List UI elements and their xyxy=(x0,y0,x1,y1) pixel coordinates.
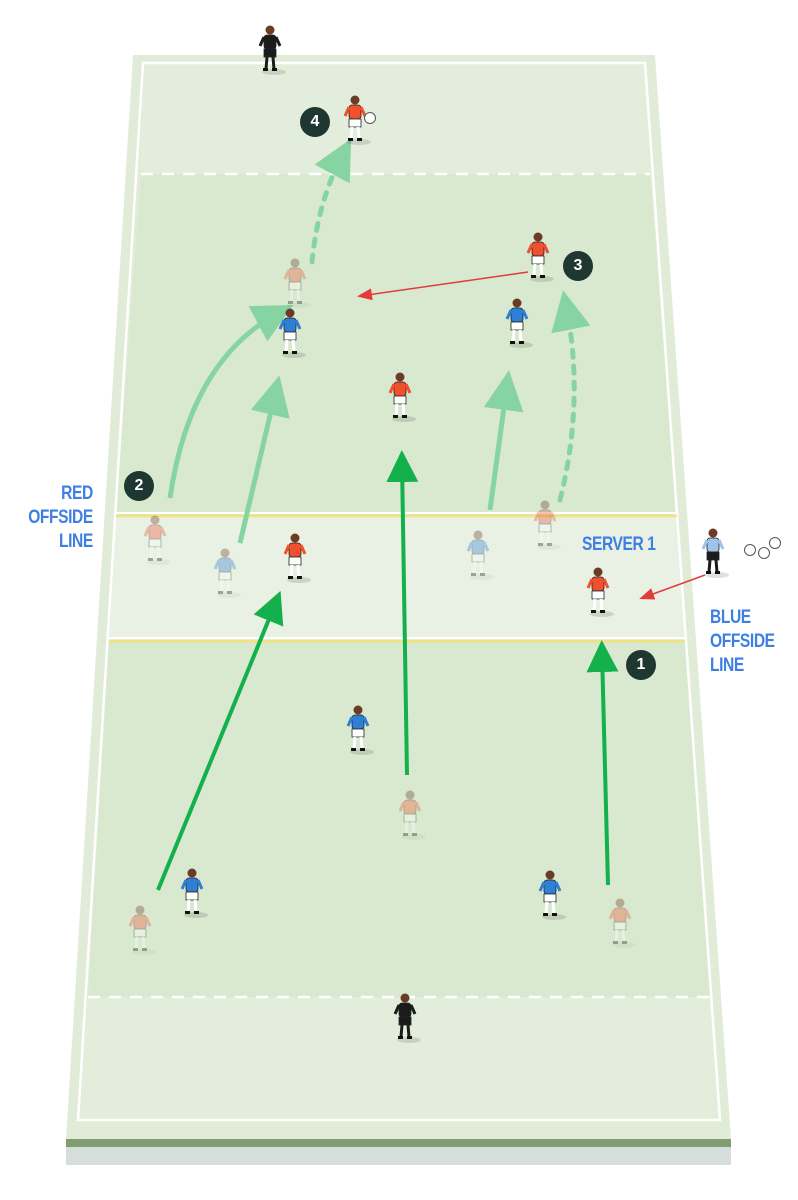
label-line: BLUE xyxy=(710,607,751,628)
run-arrow xyxy=(386,450,419,776)
red-player xyxy=(283,533,311,583)
red-offside-line xyxy=(116,512,677,518)
run-arrow-faded xyxy=(483,370,524,511)
blue-player xyxy=(278,308,306,358)
blue-offside-label: BLUE OFFSIDE LINE xyxy=(710,606,775,678)
label-line: LINE xyxy=(59,531,93,552)
dribble-arrow-dotted xyxy=(309,138,352,265)
run-arrow-faded-curve xyxy=(167,304,294,499)
ball-icon xyxy=(364,112,376,124)
blue-player xyxy=(213,548,241,598)
red-offside-label: RED OFFSIDE LINE xyxy=(28,482,93,554)
dribble-arrow-dotted xyxy=(551,290,591,503)
step-badge-1: 1 xyxy=(626,650,656,680)
blue-player xyxy=(538,870,566,920)
step-badge-2: 2 xyxy=(124,471,154,501)
label-line: OFFSIDE xyxy=(28,507,93,528)
blue-player xyxy=(346,705,374,755)
ball-icon xyxy=(744,544,756,556)
red-player xyxy=(586,567,614,617)
ball-icon xyxy=(769,537,781,549)
pitch-base-edge xyxy=(66,1139,731,1147)
server-coach xyxy=(701,528,729,578)
pitch-outline xyxy=(76,61,722,1122)
run-arrow xyxy=(156,590,284,891)
red-player xyxy=(398,790,426,840)
label-line: OFFSIDE xyxy=(710,631,775,652)
red-player xyxy=(388,372,416,422)
red-player xyxy=(533,500,561,550)
step-badge-3: 3 xyxy=(563,251,593,281)
pass-arrow xyxy=(357,271,529,301)
ball-icon xyxy=(758,547,770,559)
keeper-player xyxy=(258,25,286,75)
red-player xyxy=(128,905,156,955)
red-player xyxy=(343,95,371,145)
server-label: SERVER 1 xyxy=(582,534,656,555)
red-player xyxy=(526,232,554,282)
red-player xyxy=(283,258,311,308)
end-zone-top xyxy=(141,63,650,174)
zone-attack-top xyxy=(116,174,677,515)
run-arrow xyxy=(586,640,619,886)
red-player xyxy=(608,898,636,948)
blue-player xyxy=(466,530,494,580)
label-line: RED xyxy=(61,483,93,504)
middle-band xyxy=(109,515,685,640)
blue-player xyxy=(505,298,533,348)
keeper-player xyxy=(393,993,421,1043)
red-player xyxy=(143,515,171,565)
blue-player xyxy=(180,868,208,918)
end-zone-bottom xyxy=(78,997,720,1120)
pitch-base-shadow xyxy=(66,1147,731,1165)
run-arrow-faded xyxy=(237,375,290,544)
step-badge-4: 4 xyxy=(300,107,330,137)
label-line: LINE xyxy=(710,655,744,676)
pass-arrow xyxy=(639,574,706,600)
